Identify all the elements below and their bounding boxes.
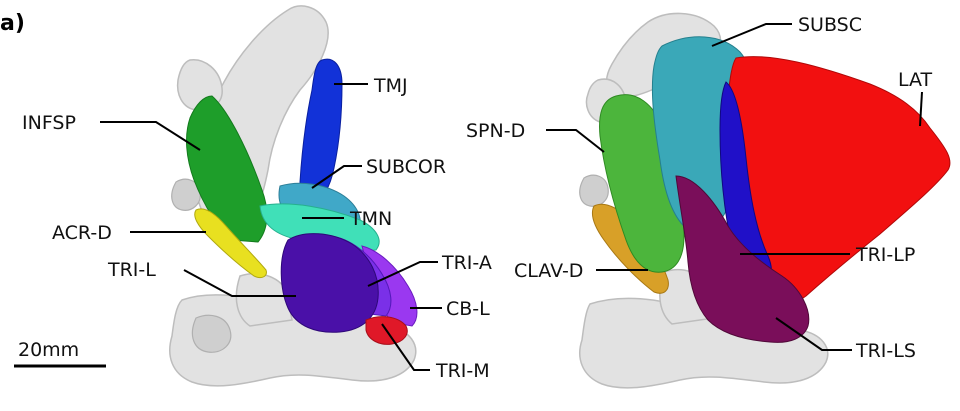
left-specimen xyxy=(170,6,417,386)
leader-infsp xyxy=(100,122,200,150)
label-tmn: TMN xyxy=(349,208,392,230)
label-tmj: TMJ xyxy=(373,75,408,97)
label-tri-lp: TRI-LP xyxy=(855,244,915,266)
scale-bar: 20mm xyxy=(14,339,106,366)
label-cb-l: CB-L xyxy=(446,298,490,320)
label-tri-a: TRI-A xyxy=(441,252,492,274)
right-coracoid-bone xyxy=(580,175,609,206)
label-infsp: INFSP xyxy=(22,112,76,134)
label-spn-d: SPN-D xyxy=(466,120,525,142)
label-acr-d: ACR-D xyxy=(52,222,112,244)
label-subcor: SUBCOR xyxy=(366,156,446,178)
panel-label: a) xyxy=(0,11,25,36)
label-clav-d: CLAV-D xyxy=(514,260,583,282)
label-lat: LAT xyxy=(898,69,933,91)
label-subsc: SUBSC xyxy=(798,14,862,36)
scale-bar-label: 20mm xyxy=(18,339,79,361)
leader-spn-d xyxy=(546,130,604,152)
label-tri-l: TRI-L xyxy=(107,259,156,281)
left-joint-bone xyxy=(192,315,230,352)
label-tri-m: TRI-M xyxy=(435,360,490,382)
label-tri-ls: TRI-LS xyxy=(855,340,916,362)
right-specimen xyxy=(580,13,950,387)
